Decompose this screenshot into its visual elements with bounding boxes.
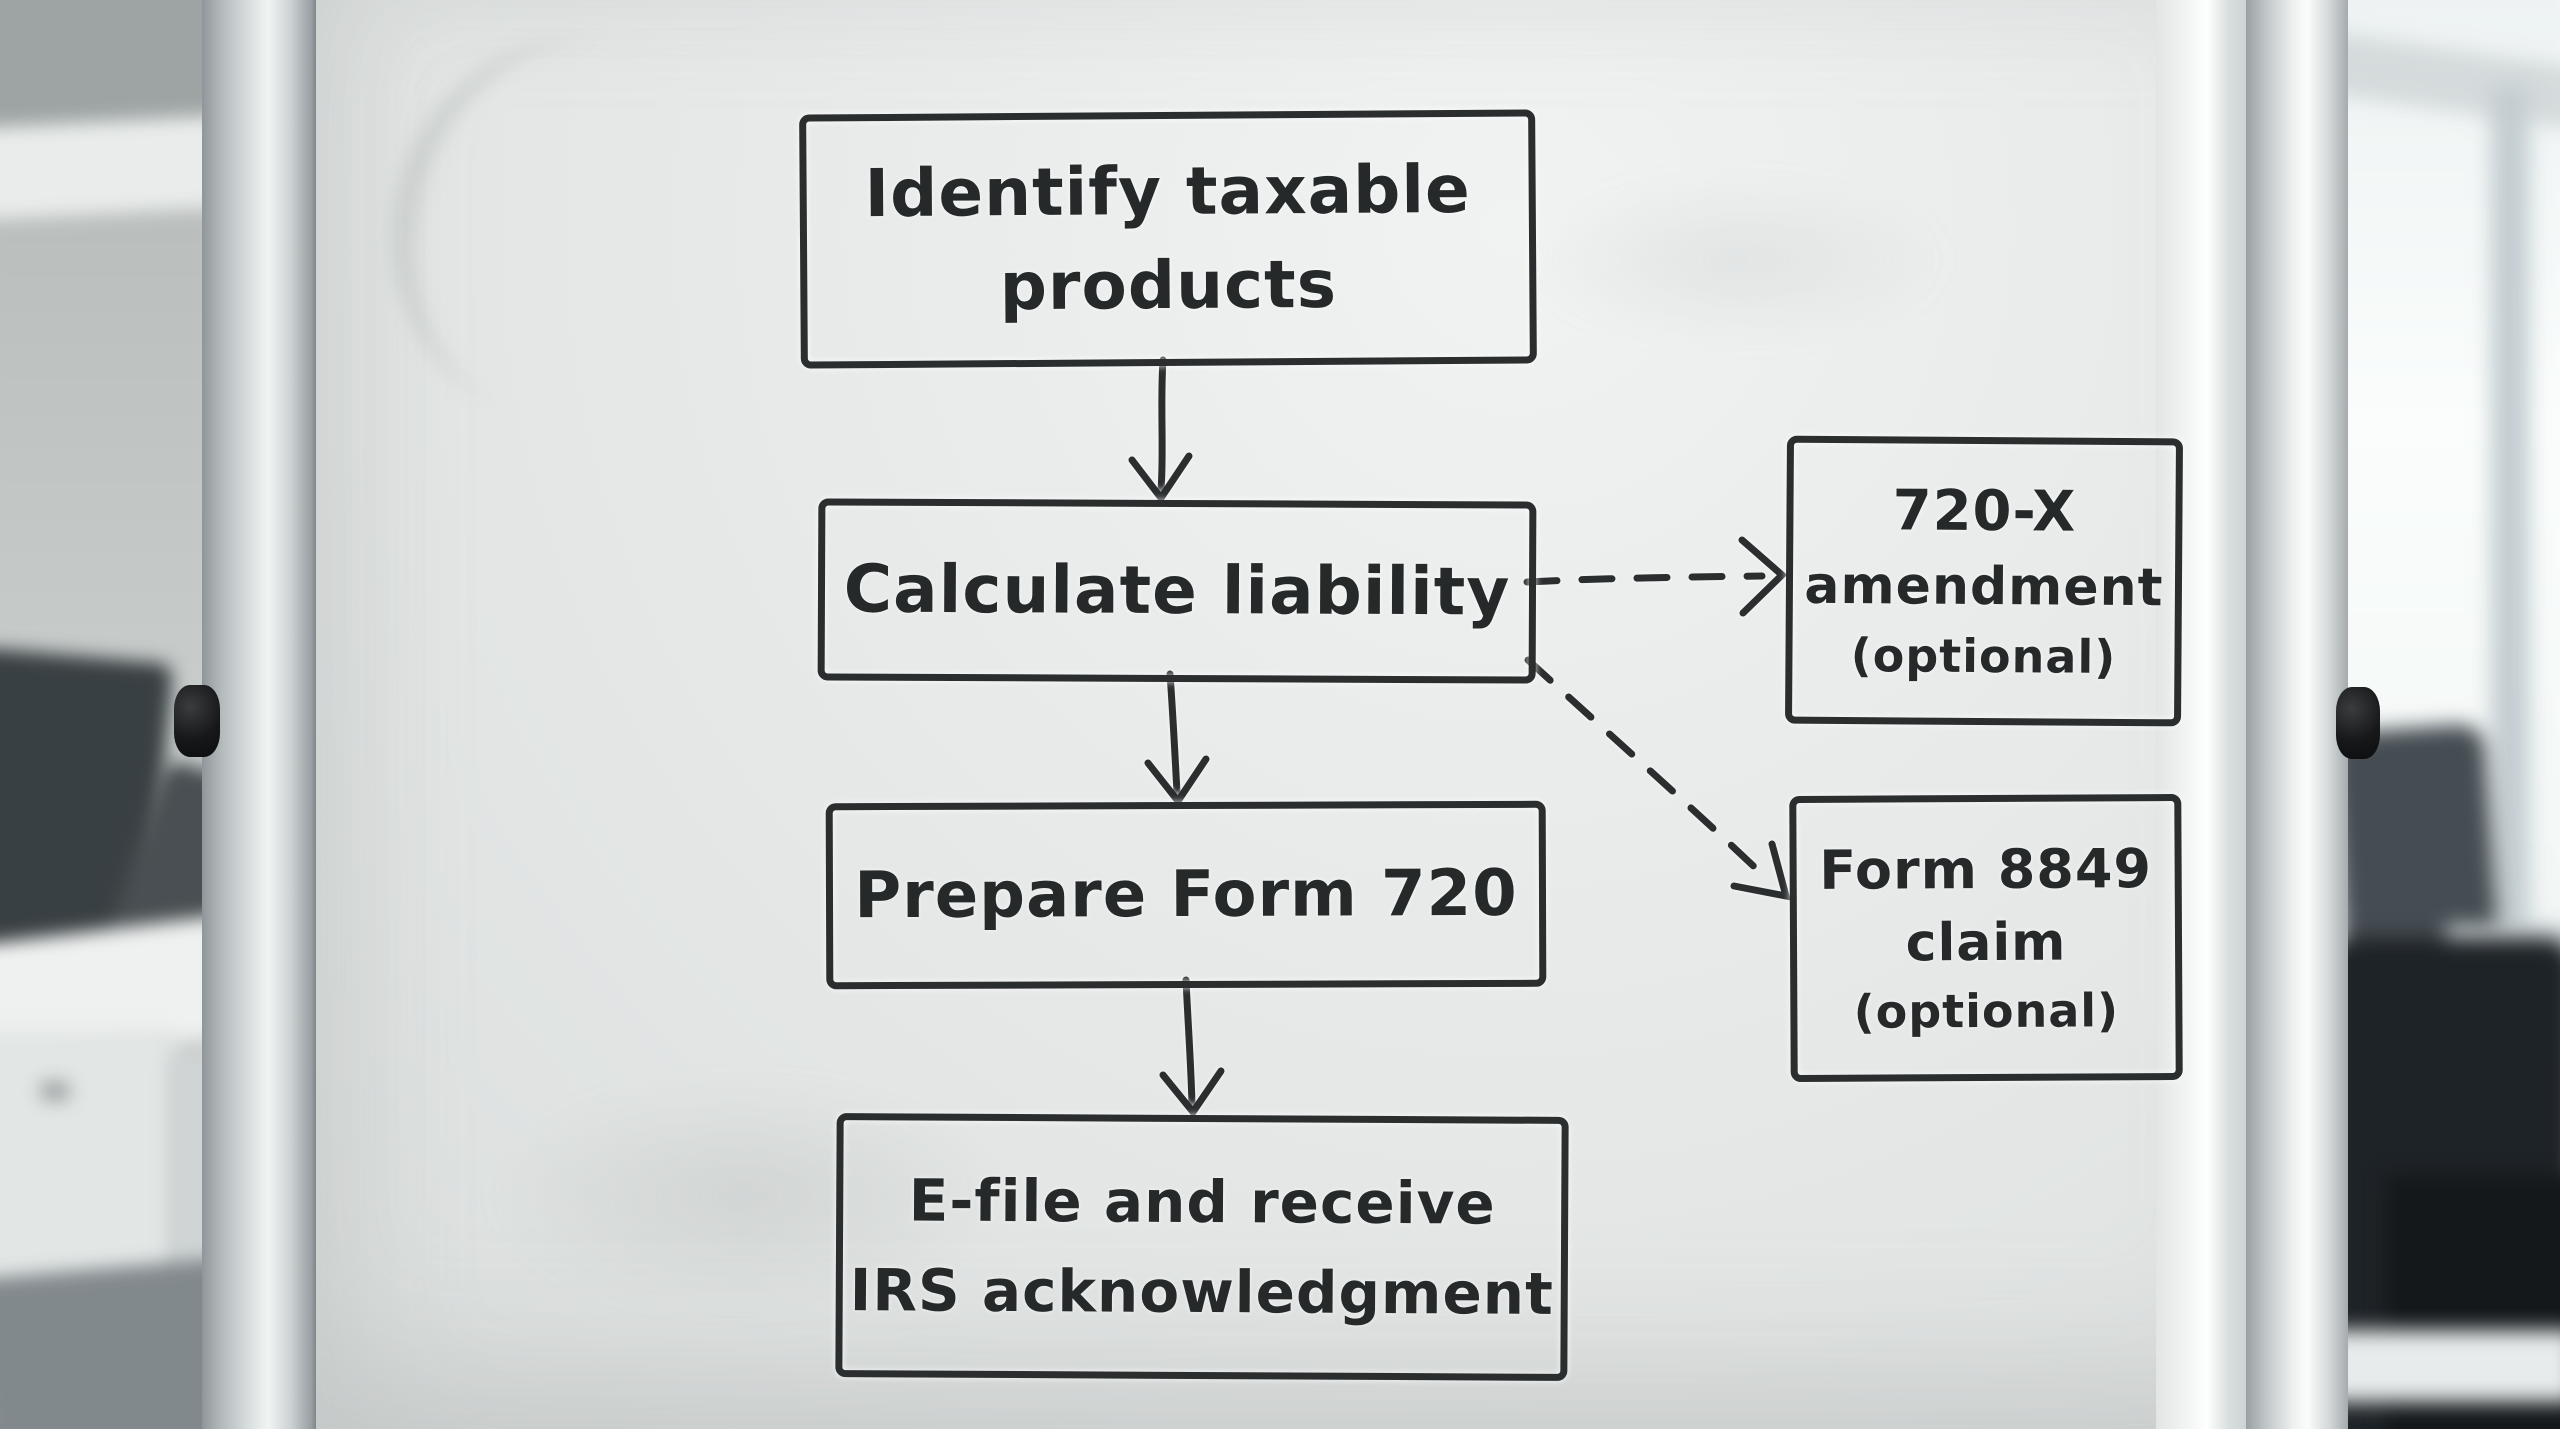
desk-edge-sliver: [2336, 1330, 2560, 1402]
marker-smudge: [1528, 180, 1948, 340]
node-text-line: products: [999, 245, 1338, 326]
left-frame-knob: [174, 685, 220, 757]
flow-node-calculate-liability: Calculate liability: [817, 498, 1537, 684]
node-text-line: IRS acknowledgment: [849, 1256, 1554, 1328]
right-frame-pole: [2246, 0, 2348, 1429]
flow-node-efile-irs-acknowledgment: E-file and receive IRS acknowledgment: [835, 1113, 1569, 1381]
right-frame-knob: [2336, 687, 2380, 759]
flow-node-prepare-form-720: Prepare Form 720: [825, 800, 1547, 990]
node-text-line: (optional): [1853, 983, 2120, 1039]
node-text-line: 720-X: [1892, 478, 2077, 545]
marker-smudge: [352, 2, 788, 458]
node-text-line: Calculate liability: [843, 550, 1511, 631]
node-text-line: (optional): [1850, 628, 2117, 684]
left-frame-pole: [202, 0, 316, 1429]
node-text-line: Form 8849: [1819, 837, 2153, 902]
flow-node-720x-amendment-optional: 720-X amendment (optional): [1784, 435, 2184, 727]
drawer-handle: [40, 1082, 70, 1100]
marker-smudge: [488, 1080, 1008, 1310]
node-text-line: claim: [1905, 912, 2067, 974]
flow-node-form-8849-claim-optional: Form 8849 claim (optional): [1789, 793, 2183, 1083]
node-text-line: E-file and receive: [908, 1166, 1496, 1238]
node-text-line: Prepare Form 720: [854, 856, 1518, 934]
whiteboard-surface: [298, 0, 2256, 1429]
node-text-line: Identify taxable: [864, 150, 1472, 233]
whiteboard-right-edge: [2156, 0, 2254, 1429]
node-text-line: amendment: [1804, 555, 2164, 619]
flow-node-identify-taxable-products: Identify taxable products: [799, 109, 1537, 369]
